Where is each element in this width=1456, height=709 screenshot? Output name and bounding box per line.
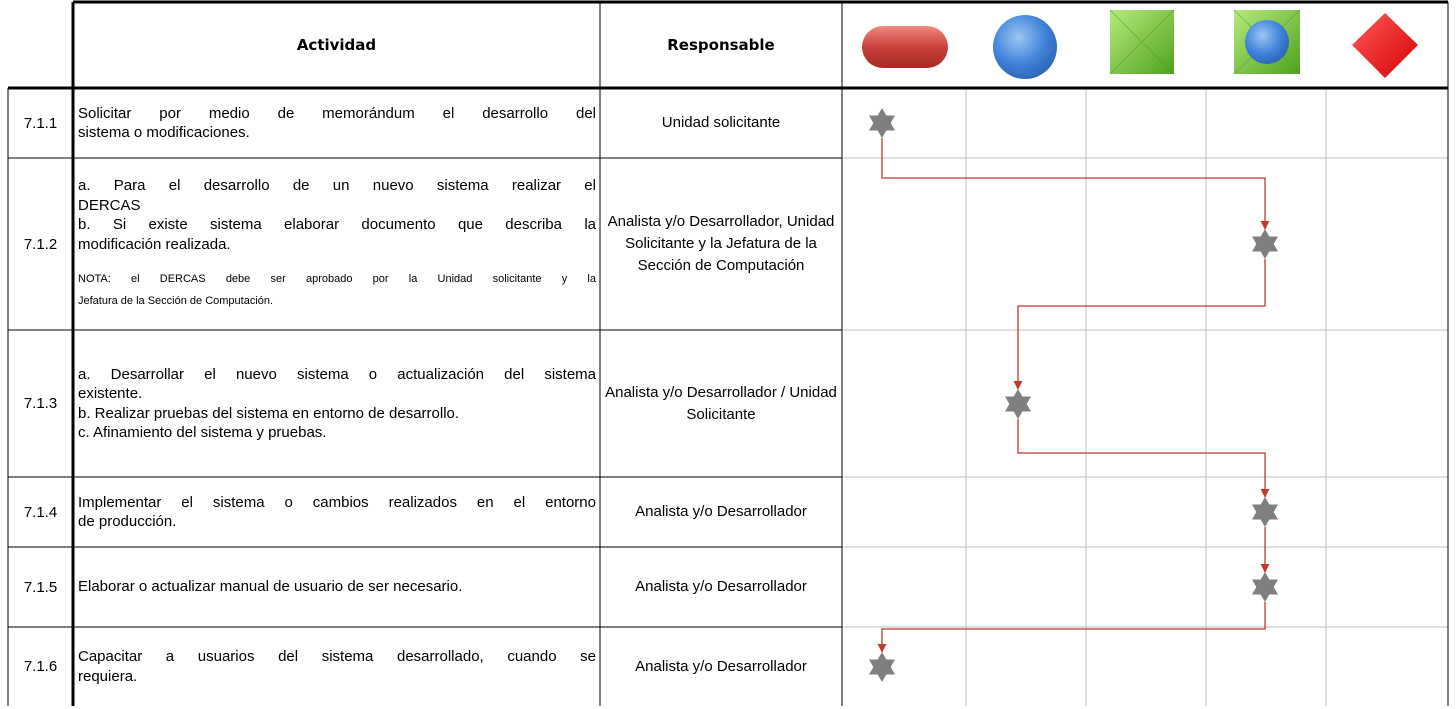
header-actividad-label: Actividad <box>296 36 377 54</box>
note-line: Jefatura de la Sección de Computación. <box>78 295 274 307</box>
responsable-cell: Unidad solicitante <box>600 88 842 158</box>
activity-description: a. Para el desarrollo de un nuevo sistem… <box>73 158 600 330</box>
activity-line: a. Desarrollar el nuevo sistema o actual… <box>78 365 596 383</box>
activity-number: 7.1.5 <box>23 578 58 596</box>
hexagram-star-icon <box>869 108 895 138</box>
activity-text: Solicitar por medio de memorándum el des… <box>78 104 596 143</box>
responsable-text: Analista y/o Desarrollador <box>635 657 807 675</box>
responsable-text: Analista y/o Desarrollador / Unidad Soli… <box>605 383 837 423</box>
hexagram-star-icon <box>1252 229 1278 259</box>
process-symbol-icon <box>1109 9 1175 75</box>
decision-symbol-icon <box>1352 13 1418 78</box>
activity-description: Implementar el sistema o cambios realiza… <box>73 477 600 547</box>
responsable-cell: Analista y/o Desarrollador <box>600 627 842 706</box>
activity-line: a. Para el desarrollo de un nuevo sistem… <box>78 177 596 194</box>
activity-number: 7.1.2 <box>23 235 58 253</box>
flow-connector-arrow <box>1017 419 1270 498</box>
responsable-text: Unidad solicitante <box>661 114 781 131</box>
hexagram-star-icon <box>869 652 895 682</box>
note-line: NOTA: el DERCAS debe ser aprobado por la… <box>78 273 596 285</box>
activity-text: Elaborar o actualizar manual de usuario … <box>78 577 596 597</box>
responsable-text: Analista y/o Desarrollador <box>635 503 807 520</box>
activity-line: b. Si existe sistema elaborar documento … <box>78 216 596 233</box>
header-actividad: Actividad <box>73 2 600 88</box>
header-responsable-label: Responsable <box>667 36 775 54</box>
activity-line: Implementar el sistema o cambios realiza… <box>78 493 596 511</box>
activity-line: c. Afinamiento del sistema y pruebas. <box>78 424 327 441</box>
terminal-symbol-icon <box>862 26 948 68</box>
activity-line: existente. <box>78 385 143 402</box>
responsable-cell: Analista y/o Desarrollador <box>600 547 842 627</box>
activity-line: sistema o modificaciones. <box>78 124 250 141</box>
flow-connector-arrow <box>881 138 1270 230</box>
activity-text: a. Desarrollar el nuevo sistema o actual… <box>78 365 596 443</box>
activity-line: Capacitar a usuarios del sistema desarro… <box>78 648 596 665</box>
activity-number: 7.1.6 <box>23 658 58 675</box>
hexagram-star-icon <box>1252 497 1278 527</box>
activity-line: b. Realizar pruebas del sistema en entor… <box>78 404 460 422</box>
hexagram-star-icon <box>1005 389 1031 419</box>
activity-line: Solicitar por medio de memorándum el des… <box>78 104 596 122</box>
hexagram-star-icon <box>1252 572 1278 602</box>
activity-description: Elaborar o actualizar manual de usuario … <box>73 547 600 627</box>
activity-number: 7.1.3 <box>23 395 58 412</box>
activity-text: Capacitar a usuarios del sistema desarro… <box>78 647 596 686</box>
responsable-text: Analista y/o Desarrollador <box>635 578 807 595</box>
flow-connector-arrow <box>1013 259 1266 390</box>
activity-line: modificación realizada. <box>78 235 231 253</box>
activity-line: Elaborar o actualizar manual de usuario … <box>78 578 463 596</box>
square-circle-symbol-icon <box>1233 9 1301 75</box>
activity-line: requiera. <box>78 667 138 685</box>
flow-connector-arrow <box>877 602 1266 653</box>
header-responsable: Responsable <box>600 2 842 88</box>
activity-number: 7.1.1 <box>23 114 58 132</box>
activity-description: Capacitar a usuarios del sistema desarro… <box>73 627 600 706</box>
circle-symbol-icon <box>993 15 1057 79</box>
activity-line: DERCAS <box>78 196 141 214</box>
activity-description: a. Desarrollar el nuevo sistema o actual… <box>73 330 600 477</box>
activity-description: Solicitar por medio de memorándum el des… <box>73 88 600 158</box>
activity-line: de producción. <box>78 513 177 530</box>
responsable-cell: Analista y/o Desarrollador / Unidad Soli… <box>600 330 842 477</box>
activity-number: 7.1.4 <box>23 503 58 521</box>
responsable-cell: Analista y/o Desarrollador <box>600 477 842 547</box>
activity-text: a. Para el desarrollo de un nuevo sistem… <box>78 176 596 312</box>
activity-text: Implementar el sistema o cambios realiza… <box>78 493 596 532</box>
responsable-text: Analista y/o Desarrollador, Unidad Solic… <box>607 213 835 274</box>
responsable-cell: Analista y/o Desarrollador, Unidad Solic… <box>600 158 842 330</box>
